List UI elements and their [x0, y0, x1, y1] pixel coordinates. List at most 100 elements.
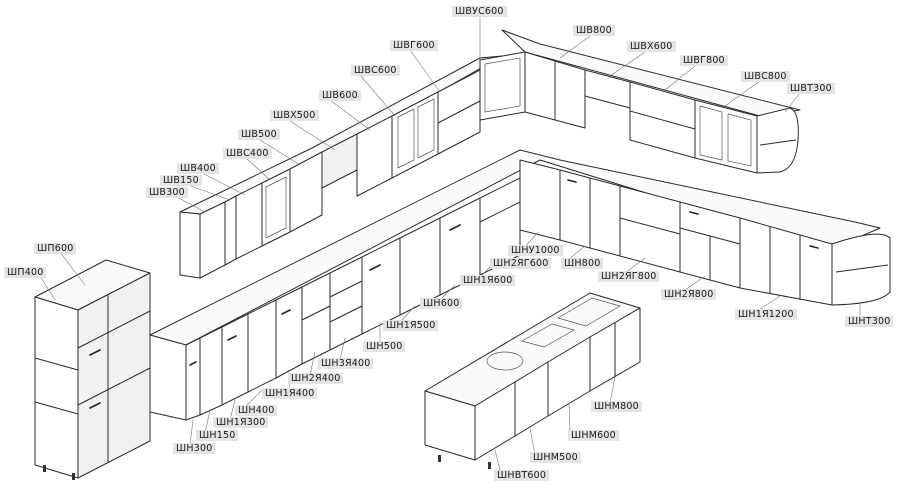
handle — [567, 179, 577, 183]
label-shv300: ШВ300 — [146, 187, 188, 198]
leg — [43, 465, 46, 472]
label-shv800: ШВ800 — [573, 25, 615, 36]
wall-cabinet-shvus600 — [479, 51, 526, 121]
label-shn300: ШН300 — [173, 443, 216, 454]
leader — [189, 419, 194, 446]
base-cabinet-shn300 — [185, 337, 201, 421]
label-shn150: ШН150 — [196, 430, 239, 441]
leader — [59, 251, 86, 286]
label-shnvt600: ШНВТ600 — [494, 470, 550, 481]
base-cabinet-shn1ya400 — [275, 286, 303, 379]
base-cabinet-shn400 — [247, 299, 277, 393]
label-shnu1000: ШНУ1000 — [508, 245, 563, 256]
leader — [229, 399, 236, 421]
leader — [409, 49, 441, 93]
label-shm600: ШНМ600 — [568, 430, 619, 441]
wall-cabinet-shv400 — [235, 182, 263, 260]
island — [424, 292, 641, 469]
leader — [529, 427, 536, 456]
drawer-line — [329, 280, 363, 298]
tall-cabinet-shp400 — [34, 296, 79, 479]
label-shnt300: ШНТ300 — [845, 316, 894, 327]
leader — [524, 231, 539, 248]
square-sink — [521, 323, 575, 348]
square-sink — [557, 297, 621, 327]
leader — [244, 389, 263, 408]
drawer-line — [301, 305, 331, 321]
label-shn2ya800: ШН2Я800 — [661, 289, 717, 300]
flap-divider — [629, 110, 696, 130]
leader — [199, 171, 246, 196]
tall-cabinets — [34, 259, 151, 480]
label-shn800: ШН800 — [561, 258, 604, 269]
door-split — [77, 367, 151, 406]
leader — [759, 295, 781, 310]
glass-frame — [397, 108, 415, 169]
leader-lines — [39, 17, 861, 471]
label-shn400: ШН400 — [235, 405, 278, 416]
base-cabinet-shn1ya300 — [221, 313, 249, 406]
label-shn2yag800: ШН2ЯГ800 — [598, 271, 660, 282]
drawer-line — [479, 201, 521, 223]
leg — [438, 455, 441, 462]
leader — [329, 99, 371, 131]
glass-frame — [417, 98, 435, 159]
leader — [259, 139, 301, 166]
wall-cabinet-shv300-side — [179, 211, 201, 279]
drawer-line — [619, 217, 681, 235]
label-shvg600: ШВГ600 — [390, 40, 438, 51]
leader — [174, 195, 206, 213]
label-shn1ya1200: ШН1Я1200 — [735, 309, 797, 320]
label-shn1ya600: ШН1Я600 — [460, 275, 516, 286]
base-cabinets — [149, 149, 891, 421]
leader — [494, 449, 501, 471]
label-shvs800: ШВС800 — [741, 71, 790, 82]
wall-cabinet-shv300 — [199, 201, 226, 279]
label-shn2yag600: ШН2ЯГ600 — [490, 258, 552, 269]
leg — [488, 462, 491, 469]
shelf-line — [759, 139, 797, 146]
drawer-line — [329, 305, 363, 323]
base-cabinet-shn300-side — [149, 334, 187, 421]
handle — [369, 264, 381, 271]
label-shm800: ШНМ800 — [591, 401, 642, 412]
label-shn2ya400: ШН2Я400 — [288, 373, 344, 384]
leader — [289, 120, 336, 151]
leader — [244, 156, 271, 181]
handle — [89, 349, 101, 356]
door-split — [34, 357, 79, 371]
handle — [689, 211, 699, 215]
wall-cabinet-shv150 — [224, 195, 237, 266]
label-shvkh600: ШВХ600 — [627, 41, 676, 52]
label-shn500: ШН500 — [363, 341, 406, 352]
handle — [89, 402, 101, 409]
label-shv150: ШВ150 — [160, 175, 202, 186]
label-shvs400: ШВС400 — [223, 148, 272, 159]
leader — [609, 51, 646, 77]
label-shv600: ШВ600 — [319, 90, 361, 101]
base-cabinet-shn150 — [199, 326, 223, 416]
label-shn3ya400: ШН3Я400 — [318, 358, 374, 369]
leader — [624, 257, 646, 274]
leg — [72, 473, 75, 480]
worktop-left — [149, 149, 881, 346]
leader — [39, 275, 56, 301]
leader — [609, 376, 616, 404]
door-split — [77, 310, 151, 349]
leader — [559, 35, 591, 59]
glass-frame — [265, 176, 287, 239]
label-shvg800: ШВГ800 — [680, 55, 728, 66]
handle — [449, 224, 461, 231]
flap-divider — [437, 100, 481, 124]
leader — [204, 409, 211, 434]
leader — [309, 351, 316, 376]
label-shn600: ШН600 — [420, 298, 463, 309]
wall-cabinet-shv500 — [289, 151, 323, 233]
leader — [684, 275, 706, 291]
base-cabinet-shnt300 — [831, 233, 891, 306]
label-shvs600: ШВС600 — [351, 65, 400, 76]
glass-frame — [484, 57, 521, 113]
base-cabinet-shn2ya400 — [301, 272, 331, 365]
